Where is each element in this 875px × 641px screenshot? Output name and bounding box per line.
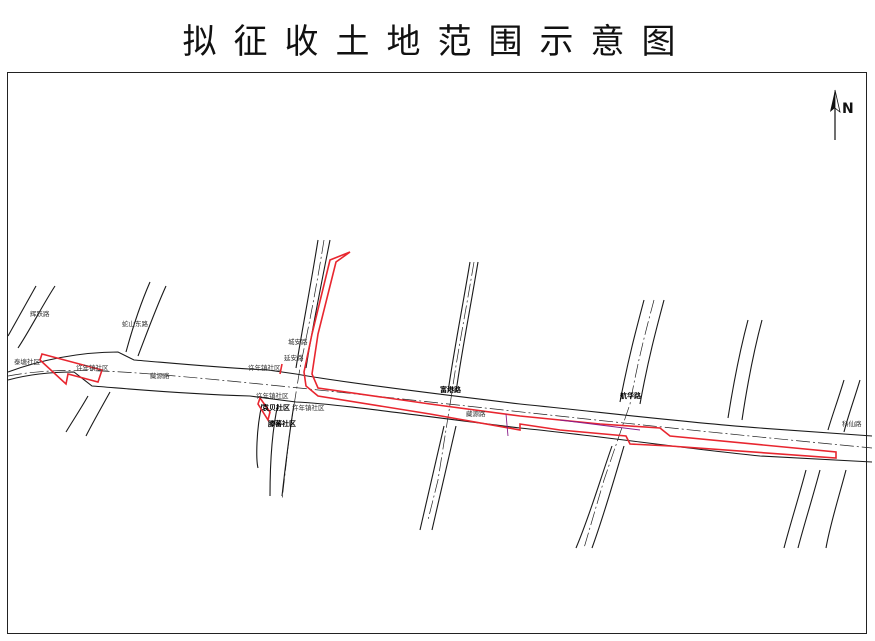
label-shunjiang-road: 藏源路	[150, 371, 170, 380]
label-huiyue-road: 辉跃路	[30, 309, 50, 318]
hangxing-cross-road	[575, 299, 665, 549]
label-xu-community-low: 许年镇社区	[256, 391, 289, 400]
label-hangxing-road: 航华路	[620, 391, 642, 400]
label-wengong-road: 城安路	[288, 337, 308, 346]
label-mid-road: 富港路	[440, 385, 462, 394]
label-shanshan-east-road: 蛇山东路	[122, 319, 149, 328]
label-qinghe-road: 延安路	[284, 353, 304, 362]
central-cross-road	[256, 239, 331, 501]
label-zhongshan-road: 藏源路	[466, 409, 486, 418]
map-frame	[7, 72, 867, 634]
north-label: N	[842, 101, 854, 117]
acquisition-boundary	[39, 251, 837, 459]
left-cross-roads	[7, 281, 167, 437]
label-yuanbei-community: 袁贝社区	[261, 403, 290, 412]
label-tai-village: 泰塘社区	[14, 357, 41, 366]
label-east-road: 科仙路	[842, 419, 862, 428]
mid-cross-road	[419, 261, 479, 531]
north-arrow-icon	[830, 89, 841, 140]
east-cross-road	[727, 319, 861, 549]
label-xu-community-mid: 许年镇社区	[248, 363, 281, 372]
label-xu-community-right: 许年镇社区	[292, 403, 325, 412]
label-xu-community-left: 许年镇社区	[76, 363, 109, 372]
survey-annotations	[505, 413, 641, 437]
label-lanhai-community: 滕蕃社区	[267, 419, 296, 428]
map-title: 拟征收土地范围示意图	[182, 22, 693, 62]
